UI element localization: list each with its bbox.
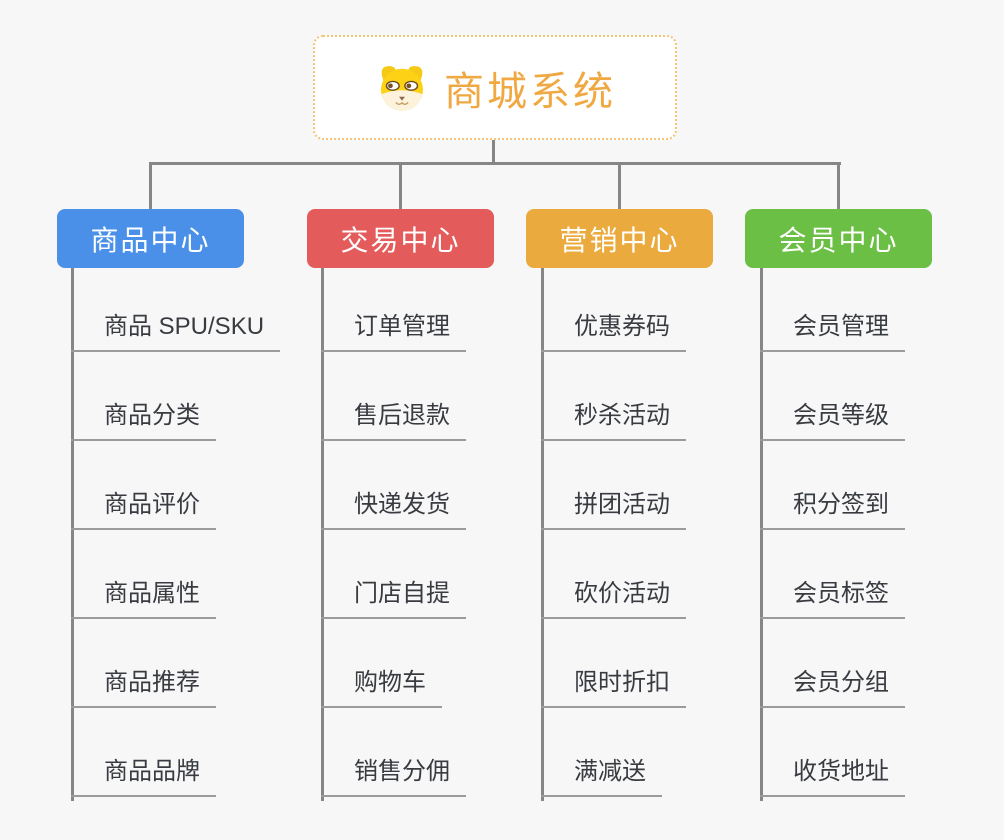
branch-label: 会员中心 (778, 224, 899, 256)
leaf-node[interactable]: 拼团活动 (541, 491, 686, 530)
branch-label: 营销中心 (559, 224, 680, 256)
root-node-title: 商城系统 (444, 69, 616, 114)
connector-horizontal-bar (149, 162, 841, 165)
connector-drop-marketing (618, 164, 621, 210)
leaf-node[interactable]: 会员分组 (760, 669, 905, 708)
leaf-node[interactable]: 砍价活动 (541, 580, 686, 619)
leaf-node[interactable]: 优惠券码 (541, 313, 686, 352)
connector-vline-product (71, 268, 74, 801)
branch-label: 商品中心 (90, 224, 211, 256)
leaf-node[interactable]: 积分签到 (760, 491, 905, 530)
connector-vline-trade (321, 268, 324, 801)
root-node-mall-system[interactable]: 商城系统 (313, 35, 677, 140)
branch-node-product-center[interactable]: 商品中心 (57, 209, 244, 268)
leaf-node[interactable]: 商品 SPU/SKU (71, 313, 281, 352)
leaf-node[interactable]: 商品推荐 (71, 669, 216, 708)
branch-label: 交易中心 (340, 224, 461, 256)
leaf-node[interactable]: 秒杀活动 (541, 402, 686, 441)
connector-vline-member (760, 268, 763, 801)
branch-node-member-center[interactable]: 会员中心 (745, 209, 932, 268)
leaf-node[interactable]: 商品分类 (71, 402, 216, 441)
leaf-node[interactable]: 快递发货 (321, 491, 466, 530)
leaf-node[interactable]: 售后退款 (321, 402, 466, 441)
connector-drop-member (837, 164, 840, 210)
leaf-node[interactable]: 会员等级 (760, 402, 905, 441)
branch-node-marketing-center[interactable]: 营销中心 (526, 209, 713, 268)
leaf-node[interactable]: 满减送 (541, 758, 662, 797)
leaf-node[interactable]: 收货地址 (760, 758, 905, 797)
leaf-node[interactable]: 购物车 (321, 669, 442, 708)
leaf-node[interactable]: 会员标签 (760, 580, 905, 619)
dog-face-icon (374, 60, 430, 116)
connector-root-stem (492, 138, 495, 165)
leaf-node[interactable]: 门店自提 (321, 580, 466, 619)
leaf-node[interactable]: 限时折扣 (541, 669, 686, 708)
leaf-node[interactable]: 商品属性 (71, 580, 216, 619)
leaf-node[interactable]: 商品品牌 (71, 758, 216, 797)
leaf-node[interactable]: 订单管理 (321, 313, 466, 352)
connector-drop-product (149, 164, 152, 210)
leaf-node[interactable]: 会员管理 (760, 313, 905, 352)
leaf-node[interactable]: 销售分佣 (321, 758, 466, 797)
connector-vline-marketing (541, 268, 544, 801)
branch-node-trade-center[interactable]: 交易中心 (307, 209, 494, 268)
connector-drop-trade (399, 164, 402, 210)
leaf-node[interactable]: 商品评价 (71, 491, 216, 530)
